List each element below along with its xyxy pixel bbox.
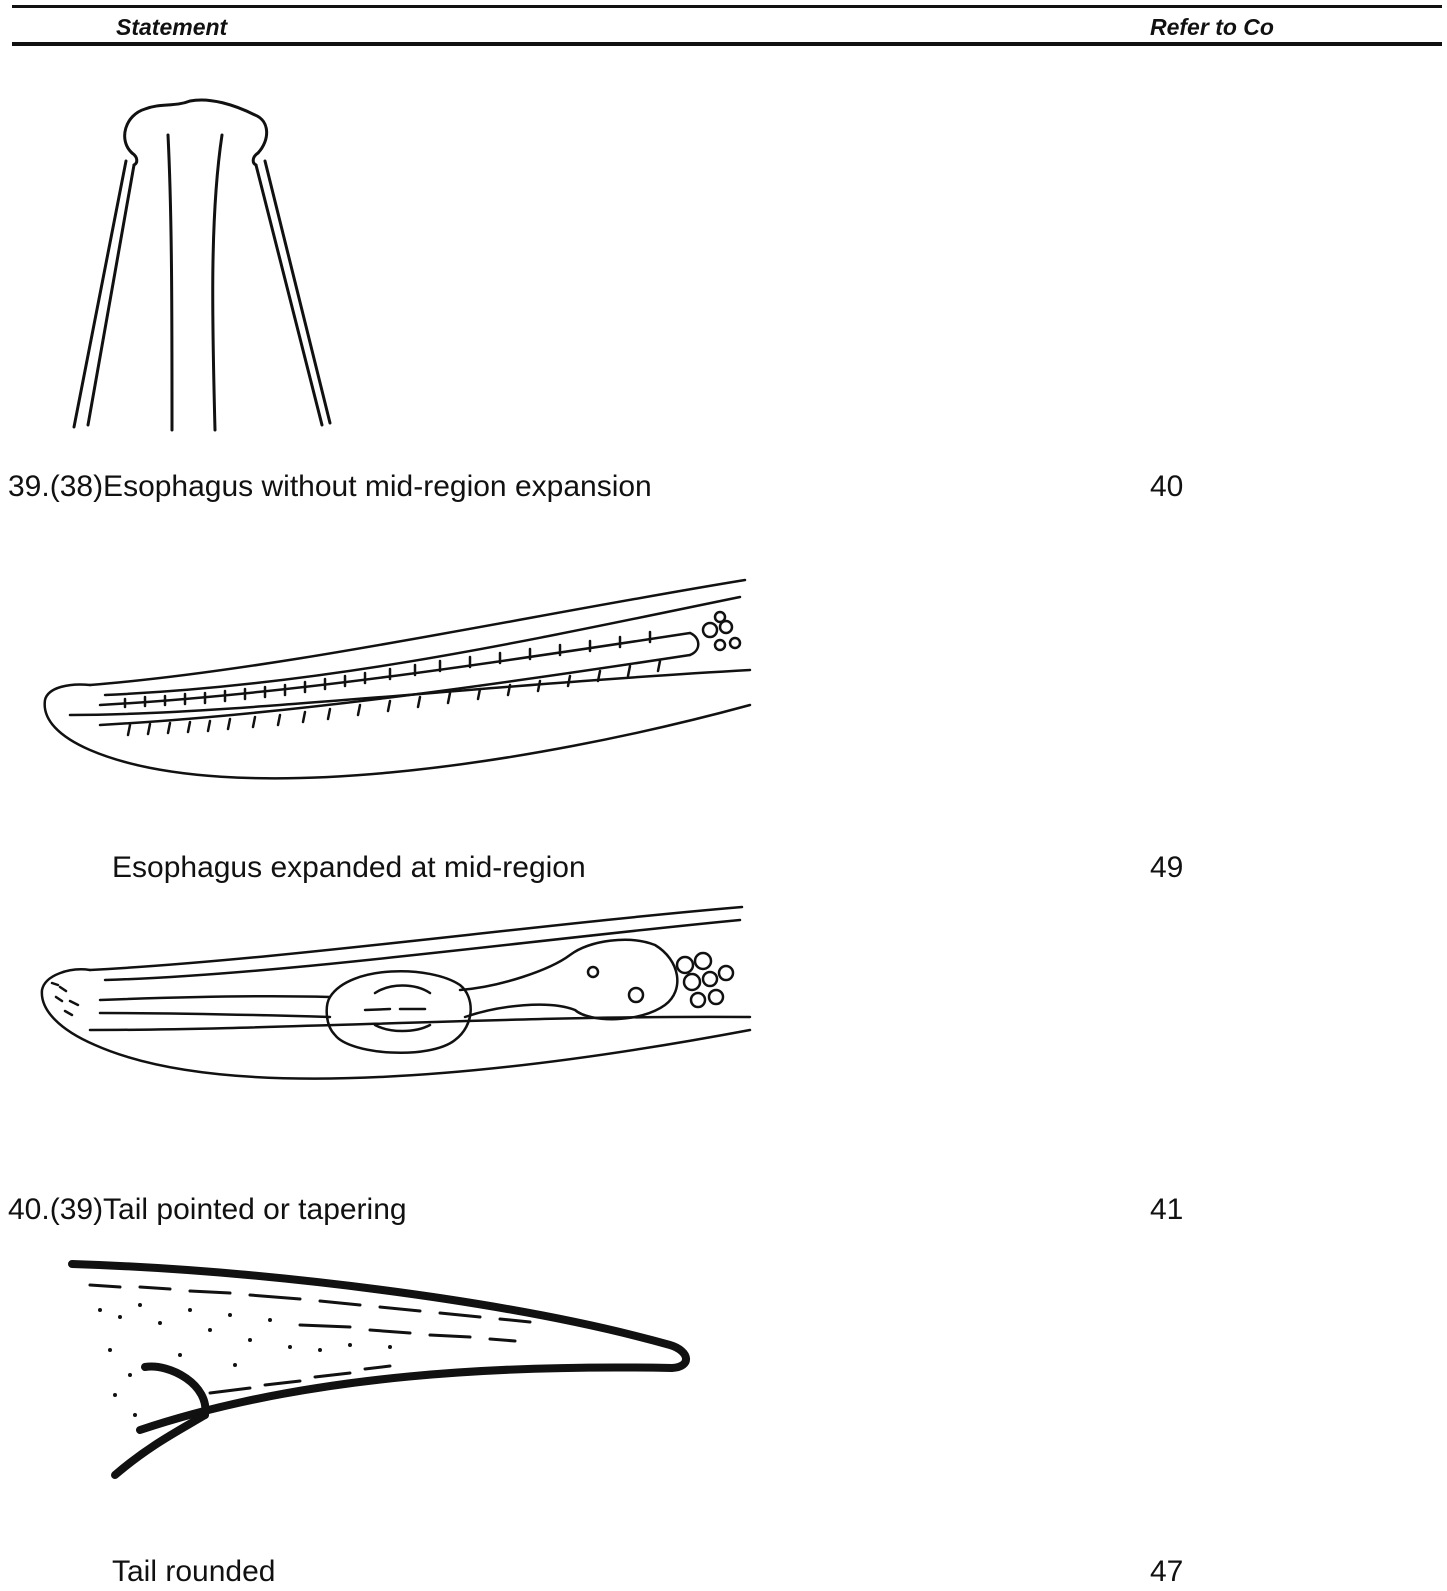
column-header-refer: Refer to Co [1150, 14, 1274, 41]
header-rule-top [12, 5, 1442, 8]
entry-text: Esophagus expanded at mid-region [112, 851, 586, 885]
header-rule-bottom [12, 42, 1442, 46]
entry-ref: 49 [1150, 851, 1183, 885]
entry-text: 39.(38)Esophagus without mid-region expa… [8, 470, 652, 504]
nematode-head-illustration [60, 95, 350, 435]
entry-text: 40.(39)Tail pointed or tapering [8, 1193, 407, 1227]
esophagus-expanded-illustration [30, 905, 770, 1125]
esophagus-uniform-illustration [30, 575, 770, 825]
entry-ref: 47 [1150, 1555, 1183, 1589]
entry-text: Tail rounded [112, 1555, 275, 1589]
tapering-tail-illustration [60, 1255, 710, 1495]
entry-ref: 40 [1150, 470, 1183, 504]
column-header-statement: Statement [116, 14, 227, 41]
entry-ref: 41 [1150, 1193, 1183, 1227]
